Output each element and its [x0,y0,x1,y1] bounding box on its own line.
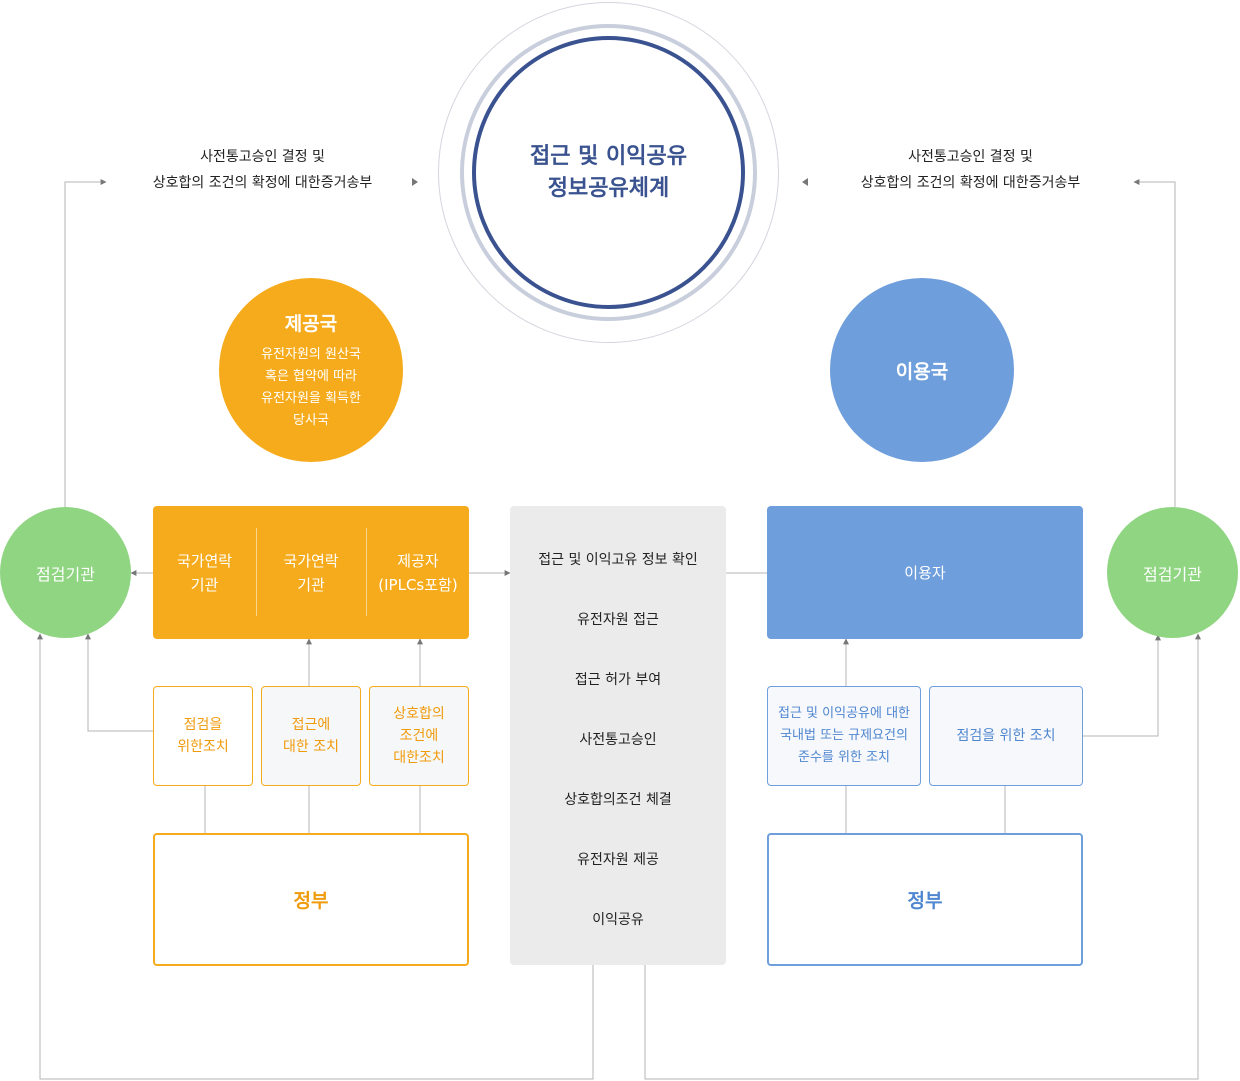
top-note-left-line1: 사전통고승인 결정 및 [200,149,325,165]
provider-cell-1-line2: 기관 [190,575,219,594]
process-panel: 접근 및 이익고유 정보 확인 유전자원 접근 접근 허가 부여 사전통고승인 … [510,506,726,965]
provider-cell-provider: 제공자 (IPLCs포함) [367,506,469,639]
provider-cell-divider-1 [256,528,257,616]
provider-country-title: 제공국 [284,312,338,335]
provider-sub-mat-measures: 상호합의 조건에 대한조치 [369,686,469,786]
center-outer-ring [438,2,779,343]
provider-sub-inspection-measures: 점검을 위한조치 [153,686,253,786]
provider-cell-1-line1: 국가연락 [176,551,233,570]
step-6: 유전자원 제공 [577,852,659,868]
triangle-left-icon [802,178,808,186]
inspection-agency-left: 점검기관 [0,507,131,638]
government-right: 정부 [767,833,1083,966]
user-country-title: 이용국 [895,360,949,383]
user-sub-1-line1: 접근 및 이익공유에 대한 [778,706,910,721]
triangle-right-icon [412,178,418,186]
provider-cell-3-line2: (IPLCs포함) [378,575,458,594]
inspection-agency-left-label: 점검기관 [36,564,95,584]
provider-cell-divider-2 [366,528,367,616]
provider-sub-2-line2: 대한 조치 [283,739,339,755]
inspection-agency-right: 점검기관 [1107,507,1238,638]
user-box: 이용자 [767,506,1083,639]
step-4: 사전통고승인 [579,732,657,748]
center-middle-ring [460,24,757,321]
step-2: 유전자원 접근 [577,612,659,628]
provider-sub-3-line1: 상호합의 [393,706,445,722]
provider-sub-3-line3: 대한조치 [393,750,445,766]
top-note-left: 사전통고승인 결정 및 상호합의 조건의 확정에 대한증거송부 [110,144,415,196]
provider-country-circle: 제공국 유전자원의 원산국 혹은 협약에 따라 유전자원을 획득한 당사국 [219,278,403,462]
provider-cell-national-focal-point-1: 국가연락 기관 [153,506,256,639]
provider-cell-2-line2: 기관 [297,575,325,594]
government-left: 정부 [153,833,469,966]
user-sub-1-line3: 준수를 위한 조치 [798,750,890,765]
provider-cell-3-line1: 제공자 [397,551,439,570]
user-sub-inspection-measures: 점검을 위한 조치 [929,686,1083,786]
user-sub-compliance-measures: 접근 및 이익공유에 대한 국내법 또는 규제요건의 준수를 위한 조치 [767,686,921,786]
provider-sub-2-line1: 접근에 [291,717,331,733]
center-title-line1: 접근 및 이익공유 [530,143,687,169]
top-note-right: 사전통고승인 결정 및 상호합의 조건의 확정에 대한증거송부 [818,144,1123,196]
step-1: 접근 및 이익고유 정보 확인 [538,552,698,568]
user-sub-2-line1: 점검을 위한 조치 [956,728,1056,744]
provider-sub-1-line1: 점검을 [183,717,223,733]
provider-country-desc-3: 유전자원을 획득한 [261,390,361,406]
center-title-circle: 접근 및 이익공유 정보공유체계 [472,36,745,309]
government-right-label: 정부 [907,890,943,912]
user-box-label: 이용자 [904,564,946,582]
step-7: 이익공유 [592,912,644,928]
provider-cell-2-line1: 국가연락 [283,551,339,570]
provider-sub-access-measures: 접근에 대한 조치 [261,686,361,786]
top-note-left-line2: 상호합의 조건의 확정에 대한증거송부 [152,175,373,191]
top-note-right-line1: 사전통고승인 결정 및 [908,149,1033,165]
provider-box: 국가연락 기관 국가연락 기관 제공자 (IPLCs포함) [153,506,469,639]
top-note-right-line2: 상호합의 조건의 확정에 대한증거송부 [860,175,1081,191]
provider-sub-1-line2: 위한조치 [177,739,229,755]
inspection-agency-right-label: 점검기관 [1143,564,1202,584]
provider-country-desc-4: 당사국 [293,412,329,428]
provider-sub-3-line2: 조건에 [399,728,439,744]
provider-country-desc-2: 혹은 협약에 따라 [265,368,357,384]
step-5: 상호합의조건 체결 [564,792,672,808]
step-3: 접근 허가 부여 [574,672,662,688]
provider-country-desc-1: 유전자원의 원산국 [261,346,361,362]
government-left-label: 정부 [293,890,329,912]
user-sub-1-line2: 국내법 또는 규제요건의 [780,728,908,743]
provider-cell-national-focal-point-2: 국가연락 기관 [257,506,365,639]
user-country-circle: 이용국 [830,278,1014,462]
center-title-line2: 정보공유체계 [547,175,670,201]
